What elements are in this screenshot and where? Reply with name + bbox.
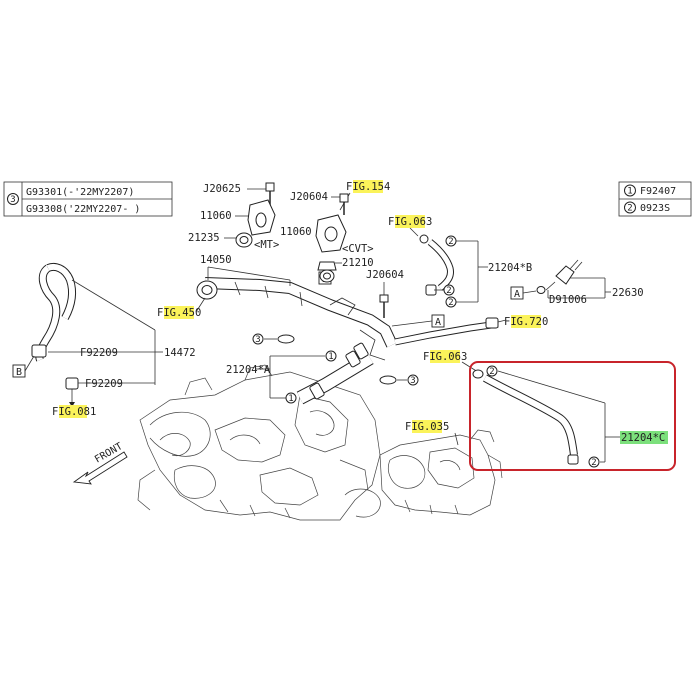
svg-text:2: 2 [448, 237, 453, 247]
fig-ref-063-top[interactable]: FIG.063 [388, 215, 432, 237]
label-mt: <MT> [254, 239, 279, 251]
gasket-circle-3-left: 3 [252, 333, 295, 345]
hose-21204b [419, 234, 488, 303]
legend-right-code-1: F92407 [640, 186, 676, 197]
bolt-j20604-top [339, 193, 349, 215]
legend-right-symbol-1: 1 [627, 187, 632, 197]
hose-21204c [472, 369, 620, 465]
fig-ref-450[interactable]: FIG.450 [157, 297, 206, 319]
clamp-circle-2-b1: 2 [445, 235, 457, 247]
svg-text:2: 2 [446, 286, 451, 296]
legend-left: 3 G93301(-'22MY2207) G93308('22MY2207- ) [3, 181, 173, 217]
svg-text:FIG.063: FIG.063 [423, 351, 467, 363]
part-label-22630: 22630 [612, 287, 644, 299]
svg-text:FIG.081: FIG.081 [52, 406, 96, 418]
legend-right-code-2: 0923S [640, 203, 670, 214]
part-label-21210: 21210 [342, 257, 374, 269]
bolt-j20604-mid [379, 294, 389, 318]
clamp-circle-2-b3: 2 [445, 296, 457, 308]
flange-11060-right [315, 214, 347, 253]
legend-left-row-1: G93301(-'22MY2207) [26, 187, 134, 198]
part-label-21235: 21235 [188, 232, 220, 244]
svg-text:A: A [435, 317, 441, 328]
clamp-circle-2-b2: 2 [443, 284, 455, 296]
sensor-22630 [536, 259, 611, 299]
svg-text:3: 3 [255, 335, 260, 345]
legend-left-symbol: 3 [10, 195, 15, 205]
part-label-21204c-group[interactable]: 21204*C [620, 431, 668, 444]
front-arrow: FRONT [72, 441, 128, 485]
clamp-circle-1-a2: 1 [285, 392, 297, 404]
clamp-circle-2-c1: 2 [486, 365, 498, 377]
hose-14472-assembly [31, 262, 163, 407]
engine-block-drawing [137, 364, 503, 521]
svg-text:A: A [514, 289, 520, 300]
part-label-f92209-b: F92209 [85, 378, 123, 390]
fig-ref-154[interactable]: FIG.154 [339, 180, 390, 211]
ref-tag-a-center: A [391, 314, 445, 328]
clamp-circle-1-a1: 1 [325, 350, 337, 362]
pipe-to-fig720 [394, 317, 499, 346]
svg-text:B: B [16, 367, 22, 378]
part-label-j20604-top: J20604 [290, 191, 328, 203]
svg-text:FIG.154: FIG.154 [346, 181, 390, 193]
fig-ref-081[interactable]: FIG.081 [52, 405, 96, 418]
fig-ref-720[interactable]: FIG.720 [497, 315, 548, 328]
svg-text:2: 2 [489, 367, 494, 377]
part-label-14472: 14472 [164, 347, 196, 359]
ref-tag-a-right: A [510, 286, 537, 300]
svg-text:2: 2 [448, 298, 453, 308]
legend-left-row-2: G93308('22MY2207- ) [26, 204, 140, 215]
svg-text:1: 1 [328, 352, 333, 362]
flange-11060-left [247, 199, 276, 236]
svg-text:3: 3 [410, 376, 415, 386]
legend-right: 1 F92407 2 0923S [618, 181, 692, 217]
part-label-d91006: D91006 [549, 294, 587, 306]
svg-text:FIG.450: FIG.450 [157, 307, 201, 319]
callout-box-21204c [469, 361, 676, 471]
housing-21210 [317, 261, 337, 283]
part-label-21204b: 21204*B [488, 262, 532, 274]
svg-text:FIG.720: FIG.720 [504, 316, 548, 328]
part-label-14050: 14050 [200, 254, 232, 266]
clamp-circle-2-c2: 2 [588, 456, 600, 468]
water-pipe-14050 [196, 266, 398, 361]
legend-right-symbol-2: 2 [627, 204, 632, 214]
part-label-21204c: 21204*C [621, 432, 665, 444]
label-cvt: <CVT> [342, 243, 374, 255]
part-label-11060-right: 11060 [280, 226, 312, 238]
part-label-j20625: J20625 [203, 183, 241, 195]
hose-21204a [256, 342, 374, 405]
part-label-11060-left: 11060 [200, 210, 232, 222]
svg-text:FIG.063: FIG.063 [388, 216, 432, 228]
svg-text:1: 1 [288, 394, 293, 404]
bolt-j20625 [265, 182, 275, 205]
svg-text:2: 2 [591, 458, 596, 468]
part-label-f92209-a: F92209 [80, 347, 118, 359]
svg-text:FIG.035: FIG.035 [405, 421, 449, 433]
gasket-circle-3-right: 3 [379, 374, 419, 386]
fig-ref-035[interactable]: FIG.035 [405, 420, 459, 446]
part-label-21204a: 21204*A [226, 364, 271, 376]
part-label-j20604-mid: J20604 [366, 269, 404, 281]
ref-tag-b-left: B [12, 355, 35, 378]
